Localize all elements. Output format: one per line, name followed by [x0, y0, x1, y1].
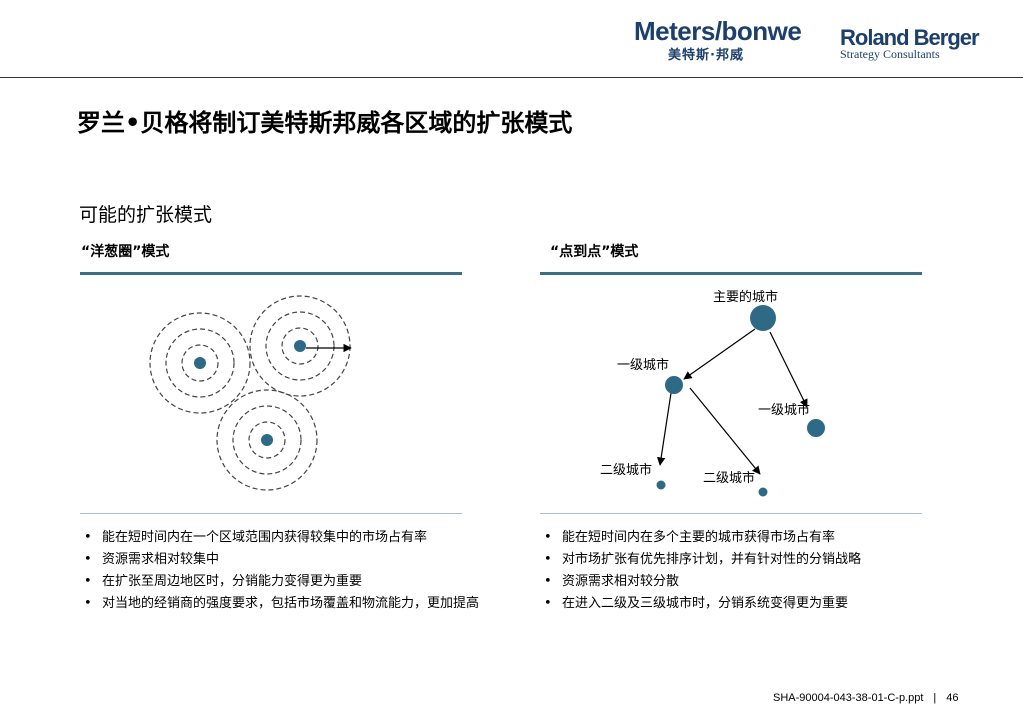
arrow-tier1-to-tier2-left [656, 392, 672, 466]
right-bullet-list: 能在短时间内在多个主要的城市获得市场占有率 对市场扩张有优先排序计划，并有针对性… [540, 527, 960, 615]
tier2-city-node [656, 480, 666, 490]
footer-filename: SHA-90004-043-38-01-C-p.ppt [773, 692, 924, 704]
metersbonwe-logo-chinese: 美特斯·邦威 [668, 48, 744, 63]
footer-separator: | [933, 692, 937, 704]
list-item: 对当地的经销商的强度要求，包括市场覆盖和物流能力，更加提高 [80, 593, 485, 615]
list-item: 资源需求相对较分散 [540, 571, 960, 593]
onion-center-node [294, 340, 306, 352]
tier2-city-label-right: 二级城市 [703, 471, 756, 486]
arrow-main-to-tier1-right [769, 331, 808, 408]
list-item: 能在短时间内在多个主要的城市获得市场占有率 [540, 527, 960, 549]
tier2-city-label-left: 二级城市 [600, 463, 653, 478]
tier1-city-label-right: 一级城市 [758, 403, 811, 418]
roland-berger-logo-subtitle: Strategy Consultants [840, 47, 940, 61]
arrow-tier1-to-tier2-right [689, 387, 761, 475]
list-item: 在扩张至周边地区时，分销能力变得更为重要 [80, 571, 485, 593]
tier1-city-label-left: 一级城市 [617, 358, 670, 373]
page-number: 46 [946, 692, 959, 704]
point-to-point-heading: “点到点”模式 [550, 244, 639, 260]
tier1-city-node [665, 376, 683, 394]
slide-footer: SHA-90004-043-38-01-C-p.ppt | 46 [773, 692, 959, 704]
ring-group-bottom [216, 389, 318, 491]
list-item: 在进入二级及三级城市时，分销系统变得更为重要 [540, 593, 960, 615]
slide-subtitle: 可能的扩张模式 [79, 204, 213, 226]
onion-model-heading: “洋葱圈”模式 [81, 244, 170, 260]
point-to-point-diagram [656, 305, 825, 497]
list-item: 能在短时间内在一个区域范围内获得较集中的市场占有率 [80, 527, 485, 549]
roland-berger-logo: Roland Berger [840, 25, 980, 50]
list-item: 对市场扩张有优先排序计划，并有针对性的分销战略 [540, 549, 960, 571]
slide-title: 罗兰•贝格将制订美特斯邦威各区域的扩张模式 [77, 108, 573, 137]
ring-group-left [149, 312, 251, 414]
onion-center-node [194, 357, 206, 369]
onion-center-node [261, 434, 273, 446]
right-bullets-rule [540, 513, 922, 514]
tier2-city-node [758, 487, 768, 497]
header-divider [0, 77, 1023, 78]
left-heading-rule [80, 272, 462, 275]
onion-ring-diagram [149, 295, 352, 491]
left-bullets-rule [80, 513, 462, 514]
arrow-main-to-tier1-left [683, 328, 756, 380]
metersbonwe-logo: Meters/bonwe [634, 16, 802, 46]
tier1-city-node [807, 419, 825, 437]
list-item: 资源需求相对较集中 [80, 549, 485, 571]
main-city-node [750, 305, 776, 331]
right-heading-rule [540, 272, 922, 275]
left-bullet-list: 能在短时间内在一个区域范围内获得较集中的市场占有率 资源需求相对较集中 在扩张至… [80, 527, 485, 615]
main-city-label: 主要的城市 [713, 290, 779, 305]
